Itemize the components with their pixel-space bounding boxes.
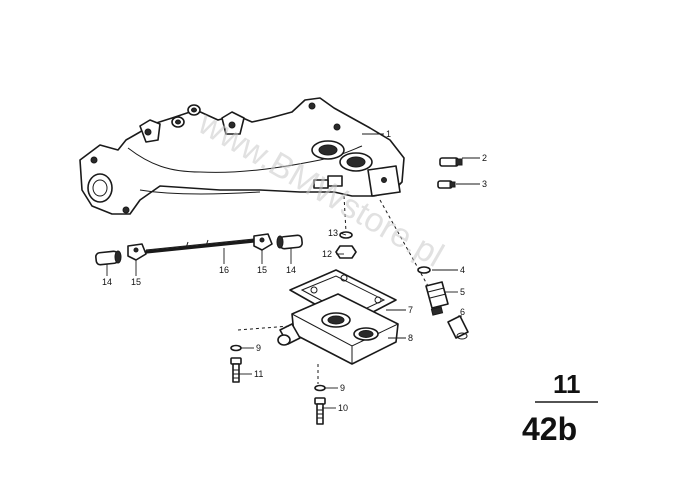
callout-9-right: 9 [340,383,345,393]
flange-8 [277,293,399,365]
callout-labels: 1 2 3 4 5 6 7 8 9 11 9 10 12 13 14 15 16… [102,129,487,413]
callout-15-left: 15 [131,277,141,287]
callout-3: 3 [482,179,487,189]
sensor-5 [425,281,449,316]
callout-9-left: 9 [256,343,261,353]
callout-6: 6 [460,307,465,317]
callout-2: 2 [482,153,487,163]
washer-9-right [314,384,326,392]
assembly-line [379,199,429,287]
assembly-line-2 [343,195,347,233]
bolt-10 [314,397,326,425]
callout-4: 4 [460,265,465,275]
callout-1: 1 [386,129,391,139]
manifold [79,97,405,215]
callout-15-right: 15 [257,265,267,275]
manifold-nuts [171,104,201,128]
callout-12: 12 [322,249,332,259]
group-number-bottom: 42b [522,411,577,447]
nut-12 [335,245,357,259]
callout-8: 8 [408,333,413,343]
assembly-line-3 [237,325,291,331]
callout-11: 11 [254,369,263,379]
leader-lines [106,133,480,409]
shaft-assembly [95,233,303,266]
washer-4 [417,266,431,274]
bolt-11 [230,357,242,383]
washer-9-left [230,344,242,352]
cap-6 [447,315,469,340]
group-number: 11 42b [522,369,598,447]
callout-16: 16 [219,265,229,275]
group-number-top: 11 [553,369,581,399]
fitting-3 [437,180,456,189]
callout-14-left: 14 [102,277,112,287]
callout-10: 10 [338,403,348,413]
callout-14-right: 14 [286,265,296,275]
fitting-2 [439,157,463,167]
callout-7: 7 [408,305,413,315]
callout-13: 13 [328,228,338,238]
callout-5: 5 [460,287,465,297]
